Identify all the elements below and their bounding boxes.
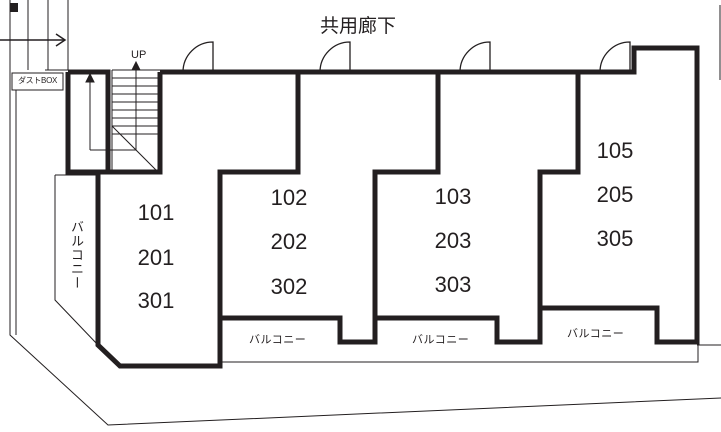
stair-up-label: UP bbox=[131, 49, 147, 61]
unit-102-label: 102 bbox=[270, 185, 308, 210]
balcony-label-103: バルコニー bbox=[412, 334, 470, 346]
site-boundary bbox=[9, 0, 721, 426]
unit-205-label: 205 bbox=[596, 182, 634, 207]
building-walls bbox=[65, 45, 700, 369]
unit-105-label: 105 bbox=[596, 138, 634, 163]
balcony-label-105: バルコニー bbox=[567, 328, 625, 340]
unit-201-label: 201 bbox=[137, 245, 175, 270]
unit-101-label: 101 bbox=[137, 200, 175, 225]
unit-203-label: 203 bbox=[434, 228, 472, 253]
entrance-arrow-icon bbox=[0, 33, 67, 47]
common-corridor-label: 共用廊下 bbox=[320, 16, 397, 37]
dust-box-label: ダストBOX bbox=[17, 76, 58, 85]
unit-305-label: 305 bbox=[596, 226, 634, 251]
unit-103-label: 103 bbox=[434, 184, 472, 209]
door-swings bbox=[182, 41, 631, 73]
unit-301-label: 301 bbox=[137, 288, 175, 313]
unit-303-label: 303 bbox=[434, 272, 472, 297]
unit-302-label: 302 bbox=[270, 274, 308, 299]
site-marker bbox=[10, 3, 18, 12]
stair-treads bbox=[89, 64, 160, 173]
stair-up-arrow-icon bbox=[85, 60, 141, 100]
unit-202-label: 202 bbox=[270, 229, 308, 254]
balcony-label-102: バルコニー bbox=[249, 334, 307, 346]
balcony-west-label: バルコニー bbox=[69, 220, 84, 290]
dust-box bbox=[11, 72, 64, 91]
